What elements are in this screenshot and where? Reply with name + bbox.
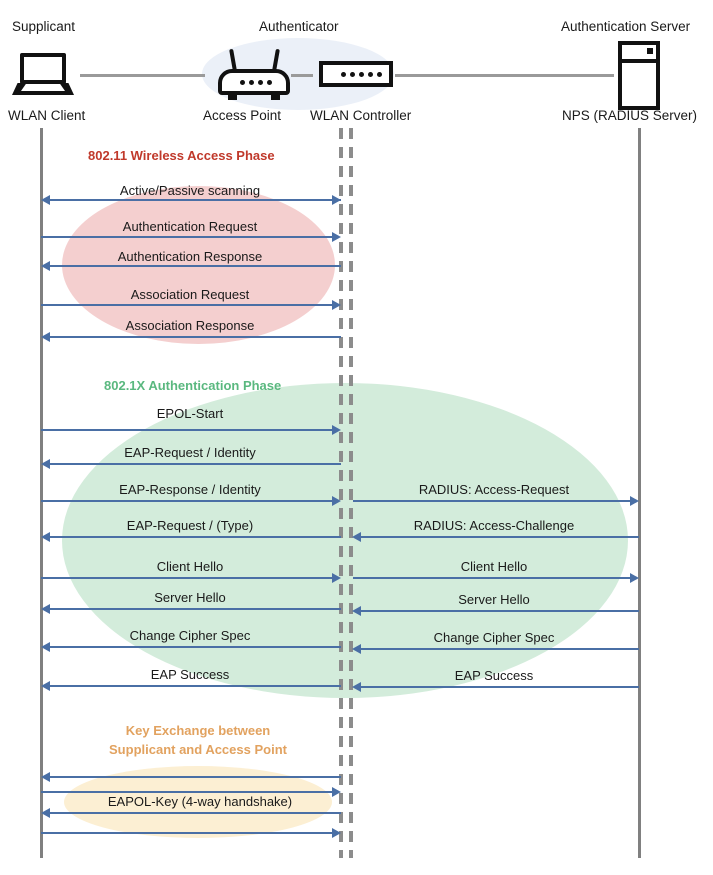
phase-blob-dot1x: [62, 383, 628, 698]
arrow-head-left: [41, 261, 50, 271]
message-line: [43, 199, 341, 201]
message-line: [353, 577, 631, 579]
access-point-icon: [218, 48, 290, 101]
message-label: Server Hello: [458, 592, 530, 607]
lifeline-supplicant: [40, 128, 43, 858]
message-label: EAP Success: [454, 668, 534, 683]
message-line: [41, 832, 334, 834]
message-line: [353, 500, 631, 502]
phase-caption-dot1x: 802.1X Authentication Phase: [104, 378, 282, 393]
wlan-controller-icon: [319, 61, 393, 87]
message-line: [359, 648, 639, 650]
arrow-head-right: [332, 425, 341, 435]
wire-controller-to-server: [395, 74, 614, 77]
arrow-head-right: [332, 828, 341, 838]
message-label: Client Hello: [460, 559, 528, 574]
role-title-auth-server: Authentication Server: [561, 19, 691, 34]
arrow-head-right: [630, 496, 639, 506]
laptop-icon: [12, 53, 74, 95]
lifeline-auth-server: [638, 128, 641, 858]
message-label: Association Response: [125, 318, 255, 333]
message-label: Client Hello: [156, 559, 224, 574]
message-label: RADIUS: Access-Request: [418, 482, 570, 497]
message-label: Authentication Request: [122, 219, 258, 234]
message-line: [41, 791, 334, 793]
message-line: [359, 686, 639, 688]
server-icon: [618, 41, 660, 110]
message-line: [359, 536, 639, 538]
arrow-head-right: [332, 787, 341, 797]
message-label: Change Cipher Spec: [433, 630, 555, 645]
arrow-head-left: [41, 681, 50, 691]
message-label: Active/Passive scanning: [119, 183, 261, 198]
node-label-nps: NPS (RADIUS Server): [562, 108, 698, 123]
message-line: [41, 429, 334, 431]
node-label-wlan-controller: WLAN Controller: [310, 108, 412, 123]
role-title-authenticator: Authenticator: [259, 19, 339, 34]
lifeline-wlan-controller: [349, 128, 353, 858]
arrow-head-left: [41, 532, 50, 542]
message-line: [359, 610, 639, 612]
message-line: [48, 608, 341, 610]
arrow-head-left: [352, 682, 361, 692]
message-line: [48, 646, 341, 648]
message-line: [48, 685, 341, 687]
message-label: EAP-Request / Identity: [124, 445, 256, 460]
wire-ap-to-controller: [291, 74, 313, 77]
message-label: EAP Success: [150, 667, 230, 682]
role-title-supplicant: Supplicant: [12, 19, 76, 34]
message-label: Change Cipher Spec: [129, 628, 251, 643]
lifeline-access-point: [339, 128, 343, 858]
phase-caption-wireless-access: 802.11 Wireless Access Phase: [88, 148, 275, 163]
message-line: [48, 536, 341, 538]
arrow-head-left: [41, 459, 50, 469]
arrow-head-left: [352, 644, 361, 654]
message-line: [41, 304, 334, 306]
wire-client-to-ap: [80, 74, 205, 77]
message-label: EAP-Request / (Type): [126, 518, 254, 533]
arrow-head-left: [41, 332, 50, 342]
message-label: EAP-Response / Identity: [119, 482, 261, 497]
message-line: [48, 336, 341, 338]
arrow-head-left: [41, 604, 50, 614]
node-label-wlan-client: WLAN Client: [8, 108, 86, 123]
arrow-head-left: [352, 606, 361, 616]
message-line: [48, 776, 341, 778]
message-label: Server Hello: [154, 590, 226, 605]
arrow-head-left: [41, 195, 50, 205]
arrow-head-right: [332, 232, 341, 242]
arrow-head-right: [332, 195, 341, 205]
message-line: [41, 236, 334, 238]
message-label: EPOL-Start: [156, 406, 224, 421]
arrow-head-right: [630, 573, 639, 583]
arrow-head-left: [352, 532, 361, 542]
message-label: RADIUS: Access-Challenge: [413, 518, 575, 533]
arrow-head-left: [41, 642, 50, 652]
arrow-head-left: [41, 772, 50, 782]
phase-caption-line1: Key Exchange between: [125, 723, 271, 738]
message-line: [41, 500, 334, 502]
message-label: Association Request: [130, 287, 250, 302]
phase-caption-line2: Supplicant and Access Point: [109, 742, 287, 757]
message-line: [41, 577, 334, 579]
message-line: [48, 812, 341, 814]
arrow-head-right: [332, 573, 341, 583]
phase-caption-key-exchange: Key Exchange between Supplicant and Acce…: [98, 721, 298, 759]
phase-blob-key-exchange: [64, 766, 332, 838]
arrow-head-right: [332, 496, 341, 506]
message-line: [48, 463, 341, 465]
arrow-head-left: [41, 808, 50, 818]
message-line: [48, 265, 341, 267]
arrow-head-right: [332, 300, 341, 310]
node-label-access-point: Access Point: [203, 108, 282, 123]
message-label: EAPOL-Key (4-way handshake): [107, 794, 293, 809]
message-label: Authentication Response: [117, 249, 263, 264]
